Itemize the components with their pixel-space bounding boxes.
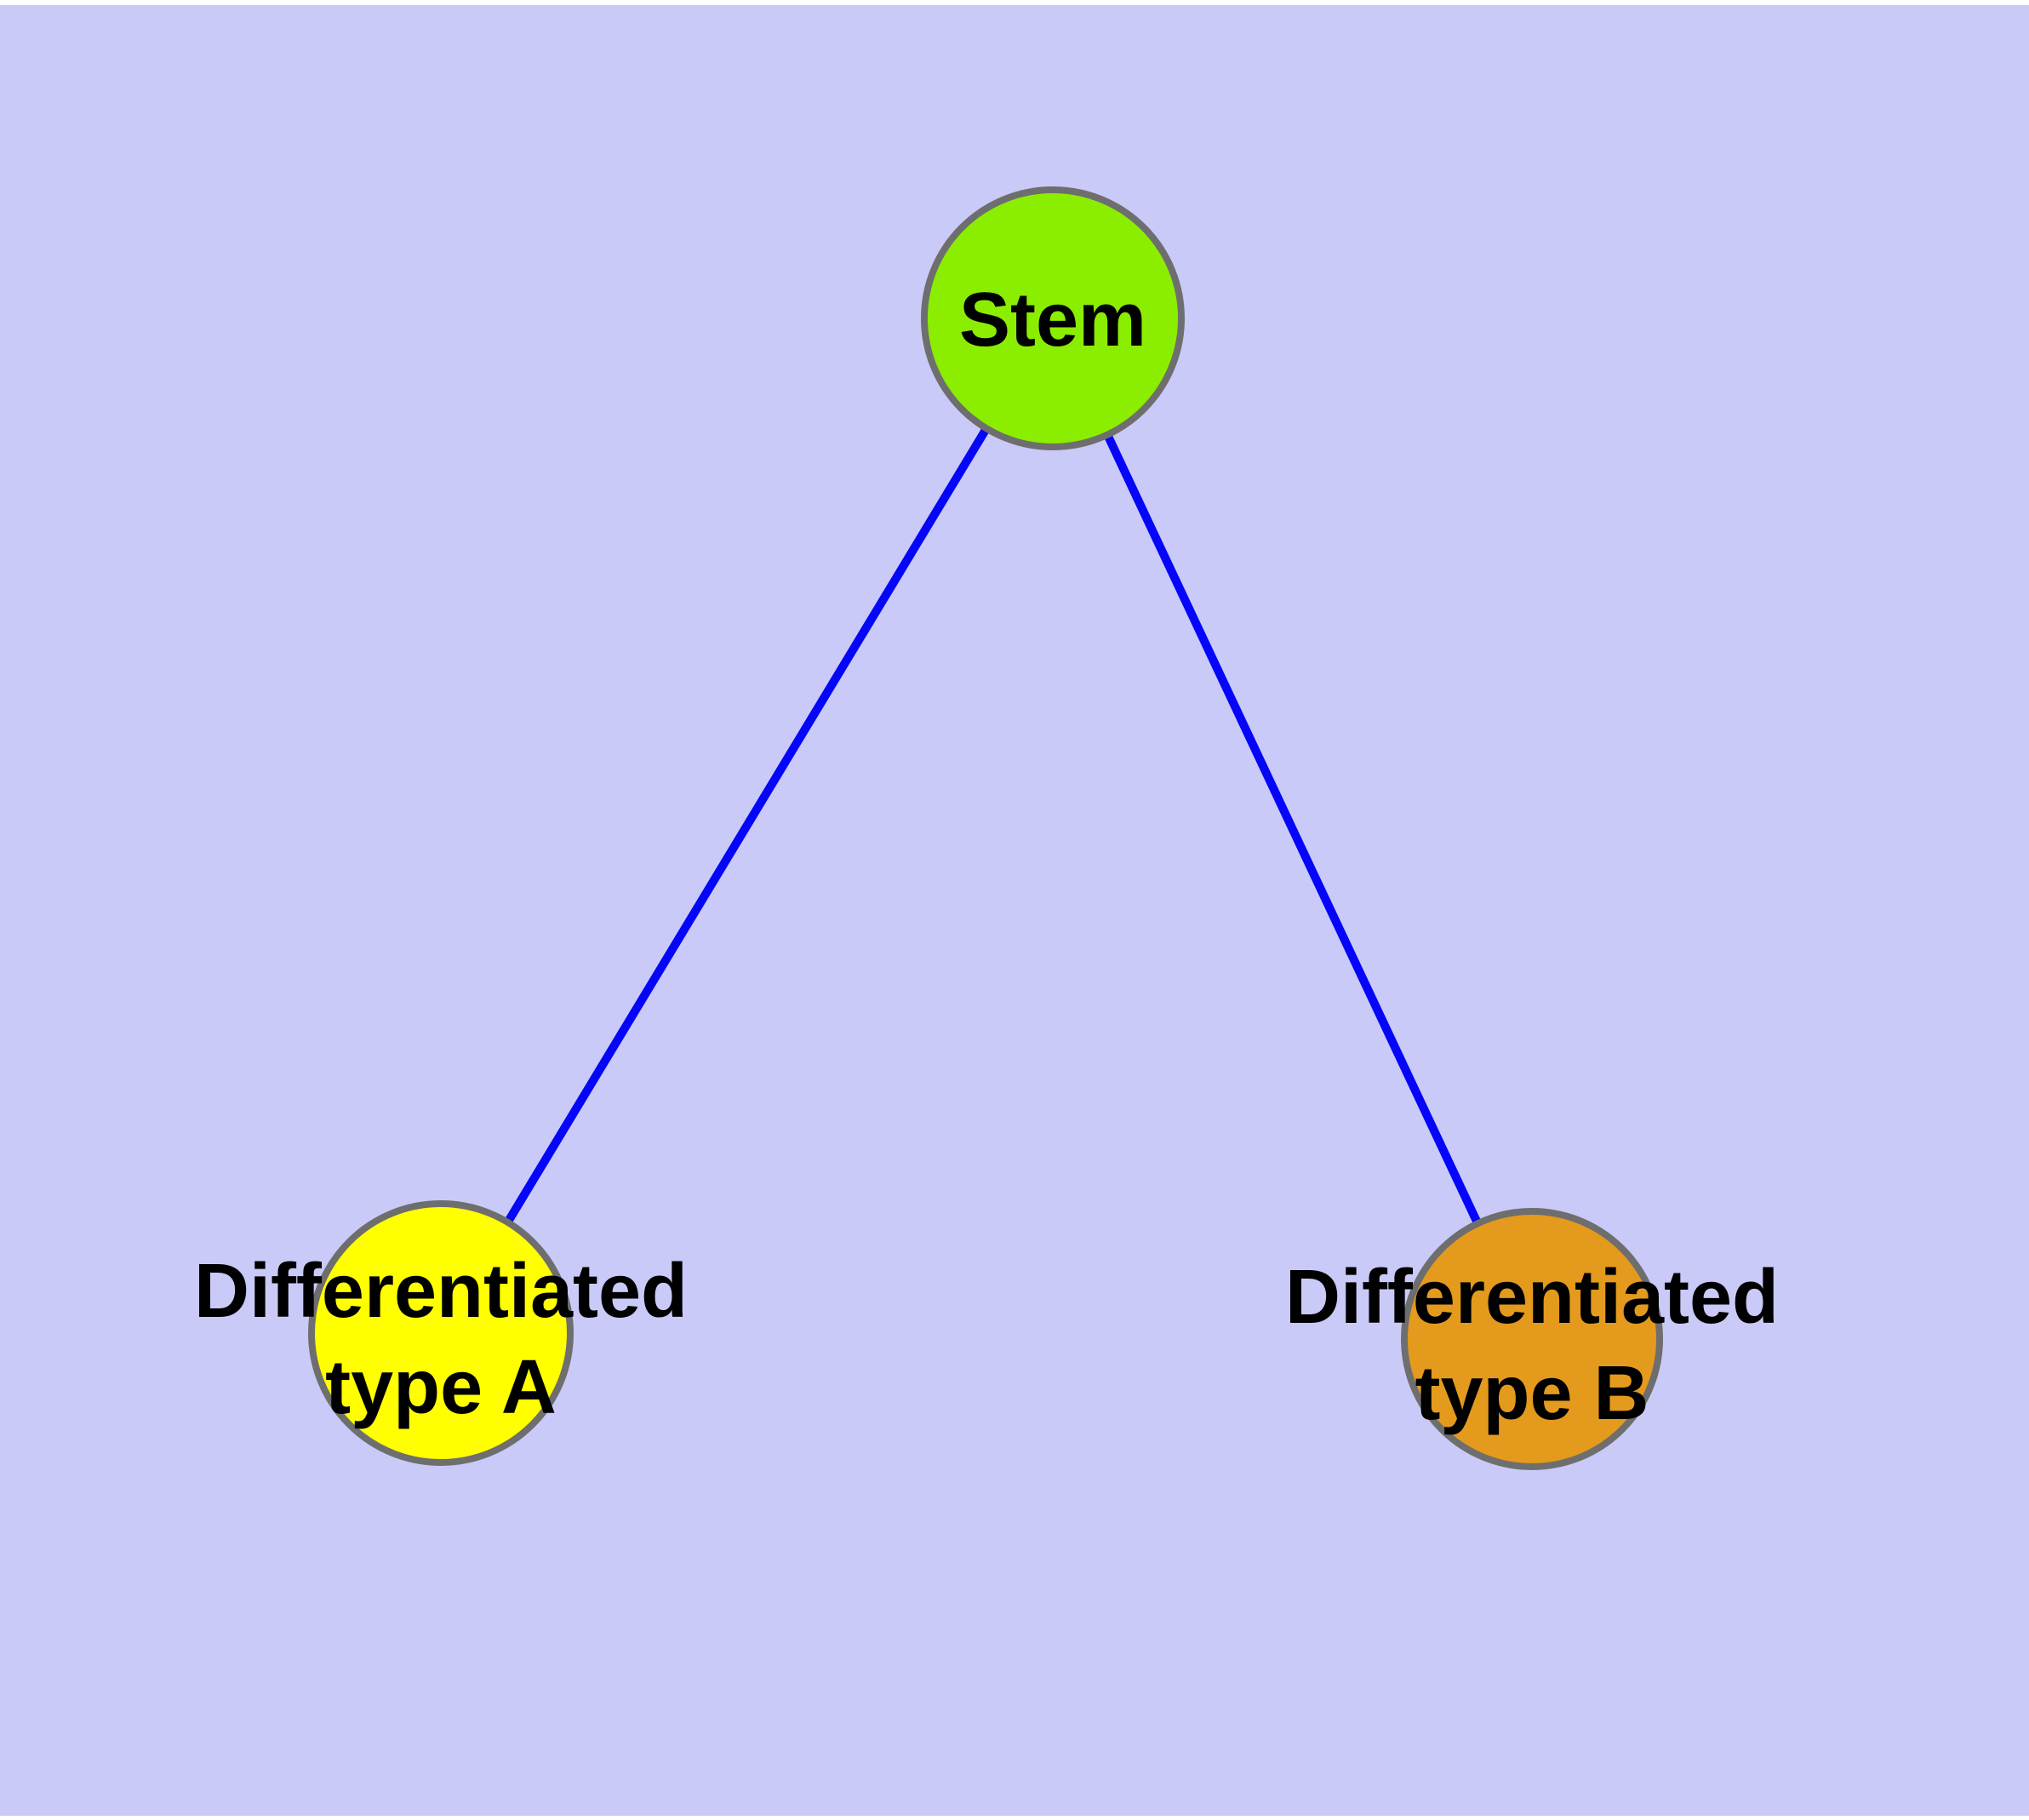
node-type-b-circle: [1401, 1208, 1663, 1470]
edges: [437, 316, 1536, 1342]
node-type-a-label-line-1: Differentiated: [194, 1249, 688, 1334]
edge-stem-to-type-a: [437, 316, 1057, 1336]
node-stem-circle: [921, 186, 1185, 450]
node-type-a-circle: [308, 1200, 574, 1466]
node-type-b-label-line-2: type B: [1415, 1351, 1649, 1436]
edge-stem-to-type-b: [1049, 316, 1536, 1342]
node-type-b-label-line-1: Differentiated: [1285, 1255, 1779, 1340]
node-type-a-label-line-2: type A: [325, 1345, 557, 1430]
nodes: [308, 186, 1663, 1470]
labels: Stem Differentiated type A Differentiate…: [194, 278, 1779, 1436]
node-stem-label: Stem: [959, 278, 1146, 363]
